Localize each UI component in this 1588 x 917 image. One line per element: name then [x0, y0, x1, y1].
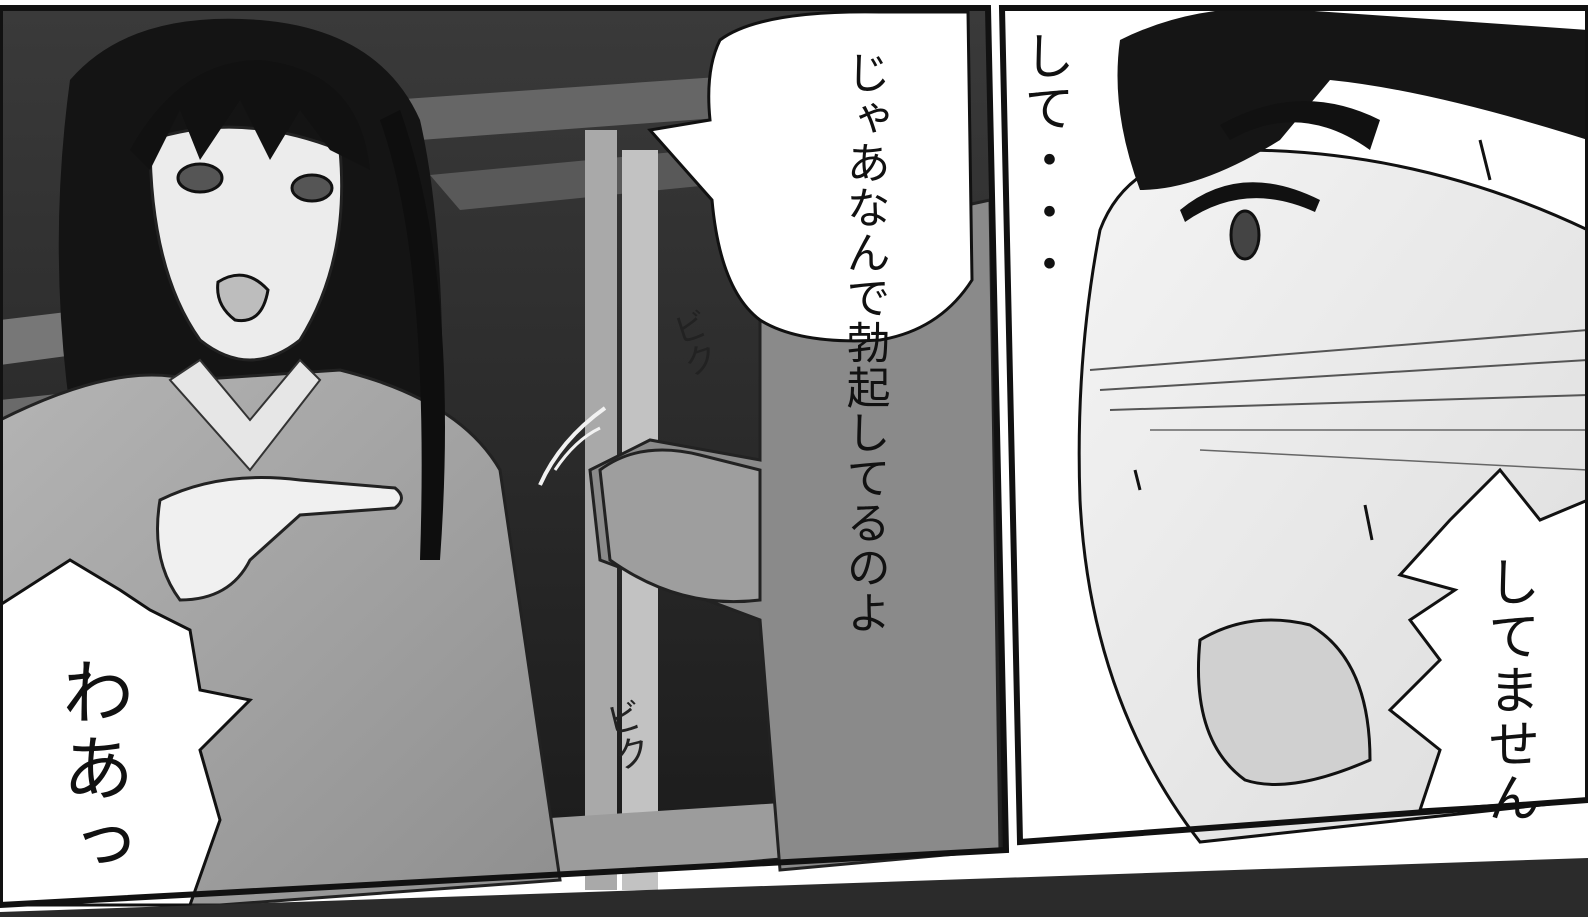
man-eyebrow [1180, 182, 1320, 222]
right-panel [1002, 8, 1588, 844]
sound-effect-waa: わあっ [49, 655, 134, 883]
man-mouth [1196, 618, 1372, 786]
left-panel-border [0, 5, 1010, 909]
right-panel-border [998, 5, 1588, 846]
left-panel [0, 8, 1006, 907]
shout-bubble [1387, 467, 1588, 812]
caption-shite: して・・・ [1016, 30, 1075, 290]
speech-bubble [647, 10, 974, 343]
speech-bubble-text: じゃあなんで勃起してるのよ [838, 50, 890, 635]
next-panel-strip [0, 858, 1588, 917]
man-hair [1117, 8, 1588, 190]
pointing-hand [156, 476, 403, 602]
girl-eye [176, 162, 224, 194]
girl-eye [290, 173, 334, 203]
girl-mouth [216, 273, 270, 323]
man-eye [1229, 209, 1261, 261]
exclamation-bubble [0, 558, 254, 907]
caption-shitemasen: してません [1478, 555, 1539, 825]
